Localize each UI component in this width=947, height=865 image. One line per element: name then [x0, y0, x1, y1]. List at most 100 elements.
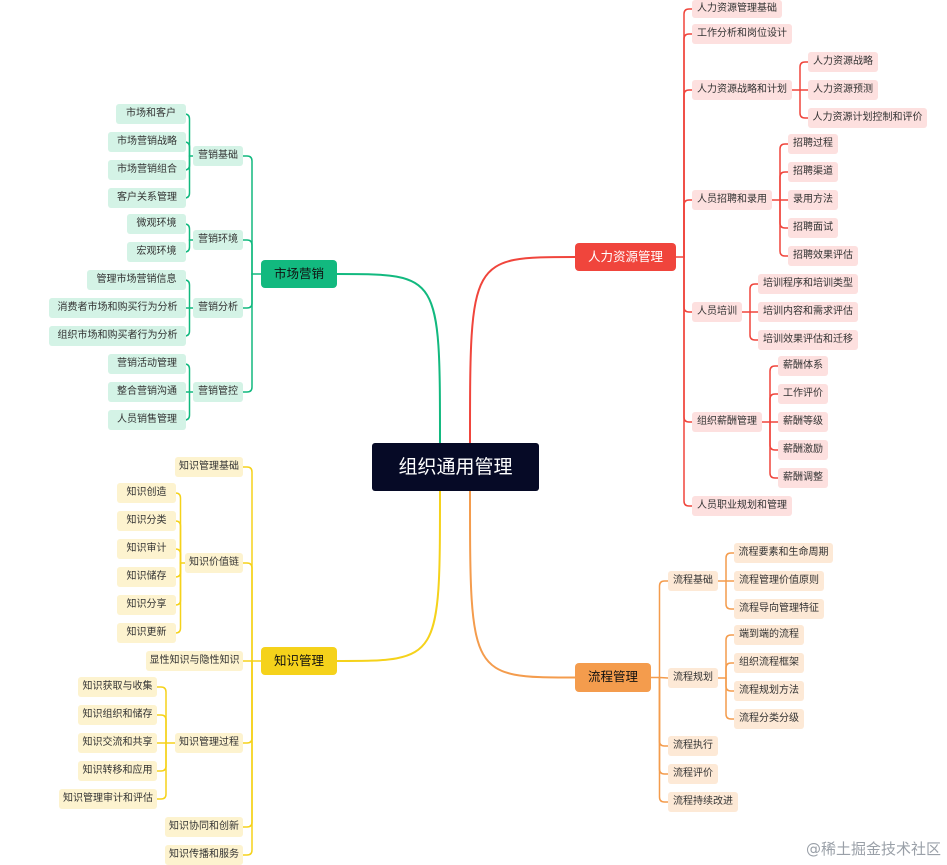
- link-hr6-hr6a: [769, 365, 779, 423]
- node-mk4a[interactable]: 营销活动管理: [108, 354, 186, 374]
- link-root-km: [336, 490, 441, 662]
- link-pm-pm5: [658, 676, 669, 803]
- link-mk-mk4: [242, 273, 253, 393]
- node-hr1[interactable]: 人力资源管理基础: [692, 0, 782, 18]
- link-pm1-pm1c: [725, 580, 735, 610]
- node-hr4[interactable]: 人员招聘和录用: [692, 190, 772, 210]
- node-mk[interactable]: 市场营销: [261, 260, 337, 288]
- node-hr3b[interactable]: 人力资源预测: [808, 80, 878, 100]
- link-root-mk: [336, 273, 441, 444]
- link-hr4-hr4b: [779, 171, 789, 201]
- node-km[interactable]: 知识管理: [261, 647, 337, 675]
- node-km4e[interactable]: 知识管理审计和评估: [59, 789, 157, 809]
- node-mk1b[interactable]: 市场营销战略: [108, 132, 186, 152]
- link-hr-hr3: [683, 89, 693, 258]
- node-hr6e[interactable]: 薪酬调整: [778, 468, 828, 488]
- node-mk4c[interactable]: 人员销售管理: [108, 410, 186, 430]
- node-hr3c[interactable]: 人力资源计划控制和评价: [808, 108, 927, 128]
- link-km-km1: [242, 466, 253, 662]
- node-km4a[interactable]: 知识获取与收集: [78, 677, 157, 697]
- node-pm2b[interactable]: 组织流程框架: [734, 653, 804, 673]
- link-km-km6: [242, 660, 253, 856]
- node-mk1d[interactable]: 客户关系管理: [108, 188, 186, 208]
- node-hr4c[interactable]: 录用方法: [788, 190, 838, 210]
- node-hr4a[interactable]: 招聘过程: [788, 134, 838, 154]
- node-pm4[interactable]: 流程评价: [668, 764, 718, 784]
- node-hr4d[interactable]: 招聘面试: [788, 218, 838, 238]
- link-mk-mk1: [242, 155, 253, 275]
- node-km2b[interactable]: 知识分类: [117, 511, 176, 531]
- node-pm2[interactable]: 流程规划: [668, 668, 718, 688]
- node-hr2[interactable]: 工作分析和岗位设计: [692, 24, 792, 44]
- node-mk4[interactable]: 营销管控: [193, 382, 243, 402]
- node-km2a[interactable]: 知识创造: [117, 483, 176, 503]
- node-pm2a[interactable]: 端到端的流程: [734, 625, 804, 645]
- node-hr5[interactable]: 人员培训: [692, 302, 742, 322]
- node-pm1b[interactable]: 流程管理价值原则: [734, 571, 824, 591]
- link-km4-km4e: [156, 742, 167, 800]
- node-km5[interactable]: 知识协同和创新: [165, 817, 243, 837]
- node-mk3b[interactable]: 消费者市场和购买行为分析: [49, 298, 186, 318]
- link-hr6-hr6e: [769, 421, 779, 479]
- node-pm[interactable]: 流程管理: [575, 663, 651, 692]
- node-km3[interactable]: 显性知识与隐性知识: [146, 651, 243, 671]
- node-pm1a[interactable]: 流程要素和生命周期: [734, 543, 833, 563]
- node-km2f[interactable]: 知识更新: [117, 623, 176, 643]
- link-km4-km4b: [156, 714, 167, 744]
- link-pm2-pm2a: [725, 634, 735, 679]
- node-km4d[interactable]: 知识转移和应用: [78, 761, 157, 781]
- node-mk3a[interactable]: 管理市场营销信息: [87, 270, 186, 290]
- node-pm2c[interactable]: 流程规划方法: [734, 681, 804, 701]
- node-mk1a[interactable]: 市场和客户: [116, 104, 186, 124]
- node-hr4b[interactable]: 招聘渠道: [788, 162, 838, 182]
- link-hr-hr1: [683, 8, 693, 258]
- node-hr4e[interactable]: 招聘效果评估: [788, 246, 858, 266]
- node-mk2[interactable]: 营销环境: [193, 230, 243, 250]
- node-km2d[interactable]: 知识储存: [117, 567, 176, 587]
- node-hr6[interactable]: 组织薪酬管理: [692, 412, 762, 432]
- node-hr6d[interactable]: 薪酬激励: [778, 440, 828, 460]
- node-km2e[interactable]: 知识分享: [117, 595, 176, 615]
- node-km4b[interactable]: 知识组织和储存: [78, 705, 157, 725]
- link-pm2-pm2b: [725, 662, 735, 679]
- node-mk3c[interactable]: 组织市场和购买者行为分析: [49, 326, 186, 346]
- node-pm2d[interactable]: 流程分类分级: [734, 709, 804, 729]
- node-mk1[interactable]: 营销基础: [193, 146, 243, 166]
- node-km4[interactable]: 知识管理过程: [175, 733, 243, 753]
- node-pm3[interactable]: 流程执行: [668, 736, 718, 756]
- node-pm5[interactable]: 流程持续改进: [668, 792, 738, 812]
- node-hr5a[interactable]: 培训程序和培训类型: [758, 274, 858, 294]
- node-mk4b[interactable]: 整合营销沟通: [108, 382, 186, 402]
- node-mk2b[interactable]: 宏观环境: [127, 242, 186, 262]
- node-hr3a[interactable]: 人力资源战略: [808, 52, 878, 72]
- node-mk1c[interactable]: 市场营销组合: [108, 160, 186, 180]
- node-hr6b[interactable]: 工作评价: [778, 384, 828, 404]
- node-km2c[interactable]: 知识审计: [117, 539, 176, 559]
- node-mk2a[interactable]: 微观环境: [127, 214, 186, 234]
- node-km2[interactable]: 知识价值链: [185, 553, 243, 573]
- node-hr5b[interactable]: 培训内容和需求评估: [758, 302, 858, 322]
- node-km4c[interactable]: 知识交流和共享: [78, 733, 157, 753]
- link-hr5-hr5a: [749, 283, 759, 313]
- link-hr6-hr6b: [769, 393, 779, 423]
- node-pm1[interactable]: 流程基础: [668, 571, 718, 591]
- link-hr3-hr3a: [799, 61, 809, 91]
- node-pm1c[interactable]: 流程导向管理特征: [734, 599, 824, 619]
- link-mk-mk2: [242, 239, 253, 275]
- link-hr4-hr4a: [779, 143, 789, 201]
- node-hr7[interactable]: 人员职业规划和管理: [692, 496, 792, 516]
- link-hr-hr7: [683, 256, 693, 507]
- node-hr3[interactable]: 人力资源战略和计划: [692, 80, 792, 100]
- link-pm-pm1: [658, 580, 669, 679]
- link-hr3-hr3c: [799, 89, 809, 119]
- link-hr-hr4: [683, 199, 693, 258]
- node-mk3[interactable]: 营销分析: [193, 298, 243, 318]
- node-km6[interactable]: 知识传播和服务: [165, 845, 243, 865]
- node-hr[interactable]: 人力资源管理: [575, 243, 676, 271]
- node-hr5c[interactable]: 培训效果评估和迁移: [758, 330, 858, 350]
- node-hr6c[interactable]: 薪酬等级: [778, 412, 828, 432]
- node-hr6a[interactable]: 薪酬体系: [778, 356, 828, 376]
- node-km1[interactable]: 知识管理基础: [175, 457, 243, 477]
- node-root[interactable]: 组织通用管理: [372, 443, 539, 491]
